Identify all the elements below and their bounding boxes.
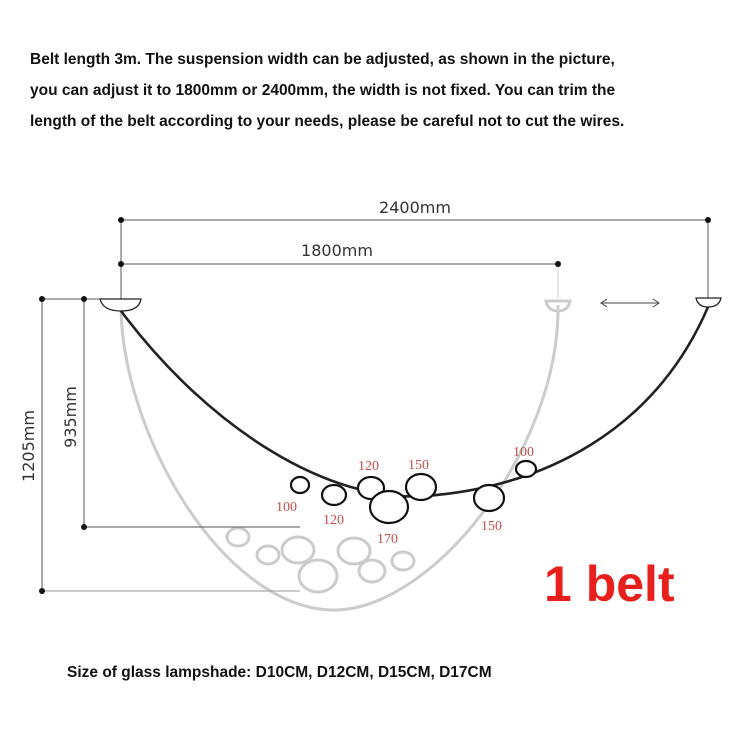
lampshade-120-bottom [320, 483, 348, 507]
lampshade-size-note: Size of glass lampshade: D10CM, D12CM, D… [67, 664, 492, 681]
faded-shade [297, 558, 339, 594]
belt-count-label: 1 belt [544, 556, 675, 612]
double-arrow-icon [600, 298, 660, 308]
shade-label-100-right: 100 [513, 445, 534, 460]
dim-dot [118, 261, 124, 267]
faded-shade [225, 526, 251, 548]
dim-1205-label: 1205mm [19, 410, 38, 482]
dim-dot [705, 217, 711, 223]
intro-line-3: length of the belt according to your nee… [30, 113, 625, 130]
faded-canopy [544, 299, 572, 313]
dim-1800-label: 1800mm [301, 241, 373, 260]
dim-dot [118, 217, 124, 223]
faded-belt [119, 304, 560, 612]
shade-label-120-bottom: 120 [323, 513, 344, 528]
faded-shade [280, 535, 316, 565]
dim-dot [39, 296, 45, 302]
intro-line-1: Belt length 3m. The suspension width can… [30, 51, 615, 68]
shade-label-120-top: 120 [358, 459, 379, 474]
dim-dot [81, 296, 87, 302]
shade-label-170: 170 [377, 532, 398, 547]
dimension-lines [41, 219, 709, 592]
shade-label-150-top: 150 [408, 458, 429, 473]
faded-shade [255, 544, 281, 566]
dim-935-label: 935mm [61, 386, 80, 448]
lampshade-100-right [514, 459, 538, 479]
shade-label-100-left: 100 [276, 500, 297, 515]
faded-1800-configuration [119, 299, 572, 612]
faded-shade [390, 550, 416, 572]
dim-dot [39, 588, 45, 594]
intro-text: Belt length 3m. The suspension width can… [30, 44, 730, 137]
lampshade-150-top [404, 472, 438, 502]
lampshade-170 [368, 489, 410, 525]
lampshade-150-right [472, 483, 506, 513]
glass-lampshades [289, 459, 538, 525]
intro-line-2: you can adjust it to 1800mm or 2400mm, t… [30, 82, 616, 99]
shade-label-150-right: 150 [481, 519, 502, 534]
dim-dot [555, 261, 561, 267]
canopy-right [695, 297, 722, 308]
dim-dot [81, 524, 87, 530]
faded-shade [336, 536, 372, 566]
dimension-dots [39, 217, 711, 594]
canopy-left [99, 298, 142, 312]
dim-2400-label: 2400mm [379, 198, 451, 217]
faded-shade [357, 558, 387, 584]
lampshade-100-left [289, 475, 311, 495]
